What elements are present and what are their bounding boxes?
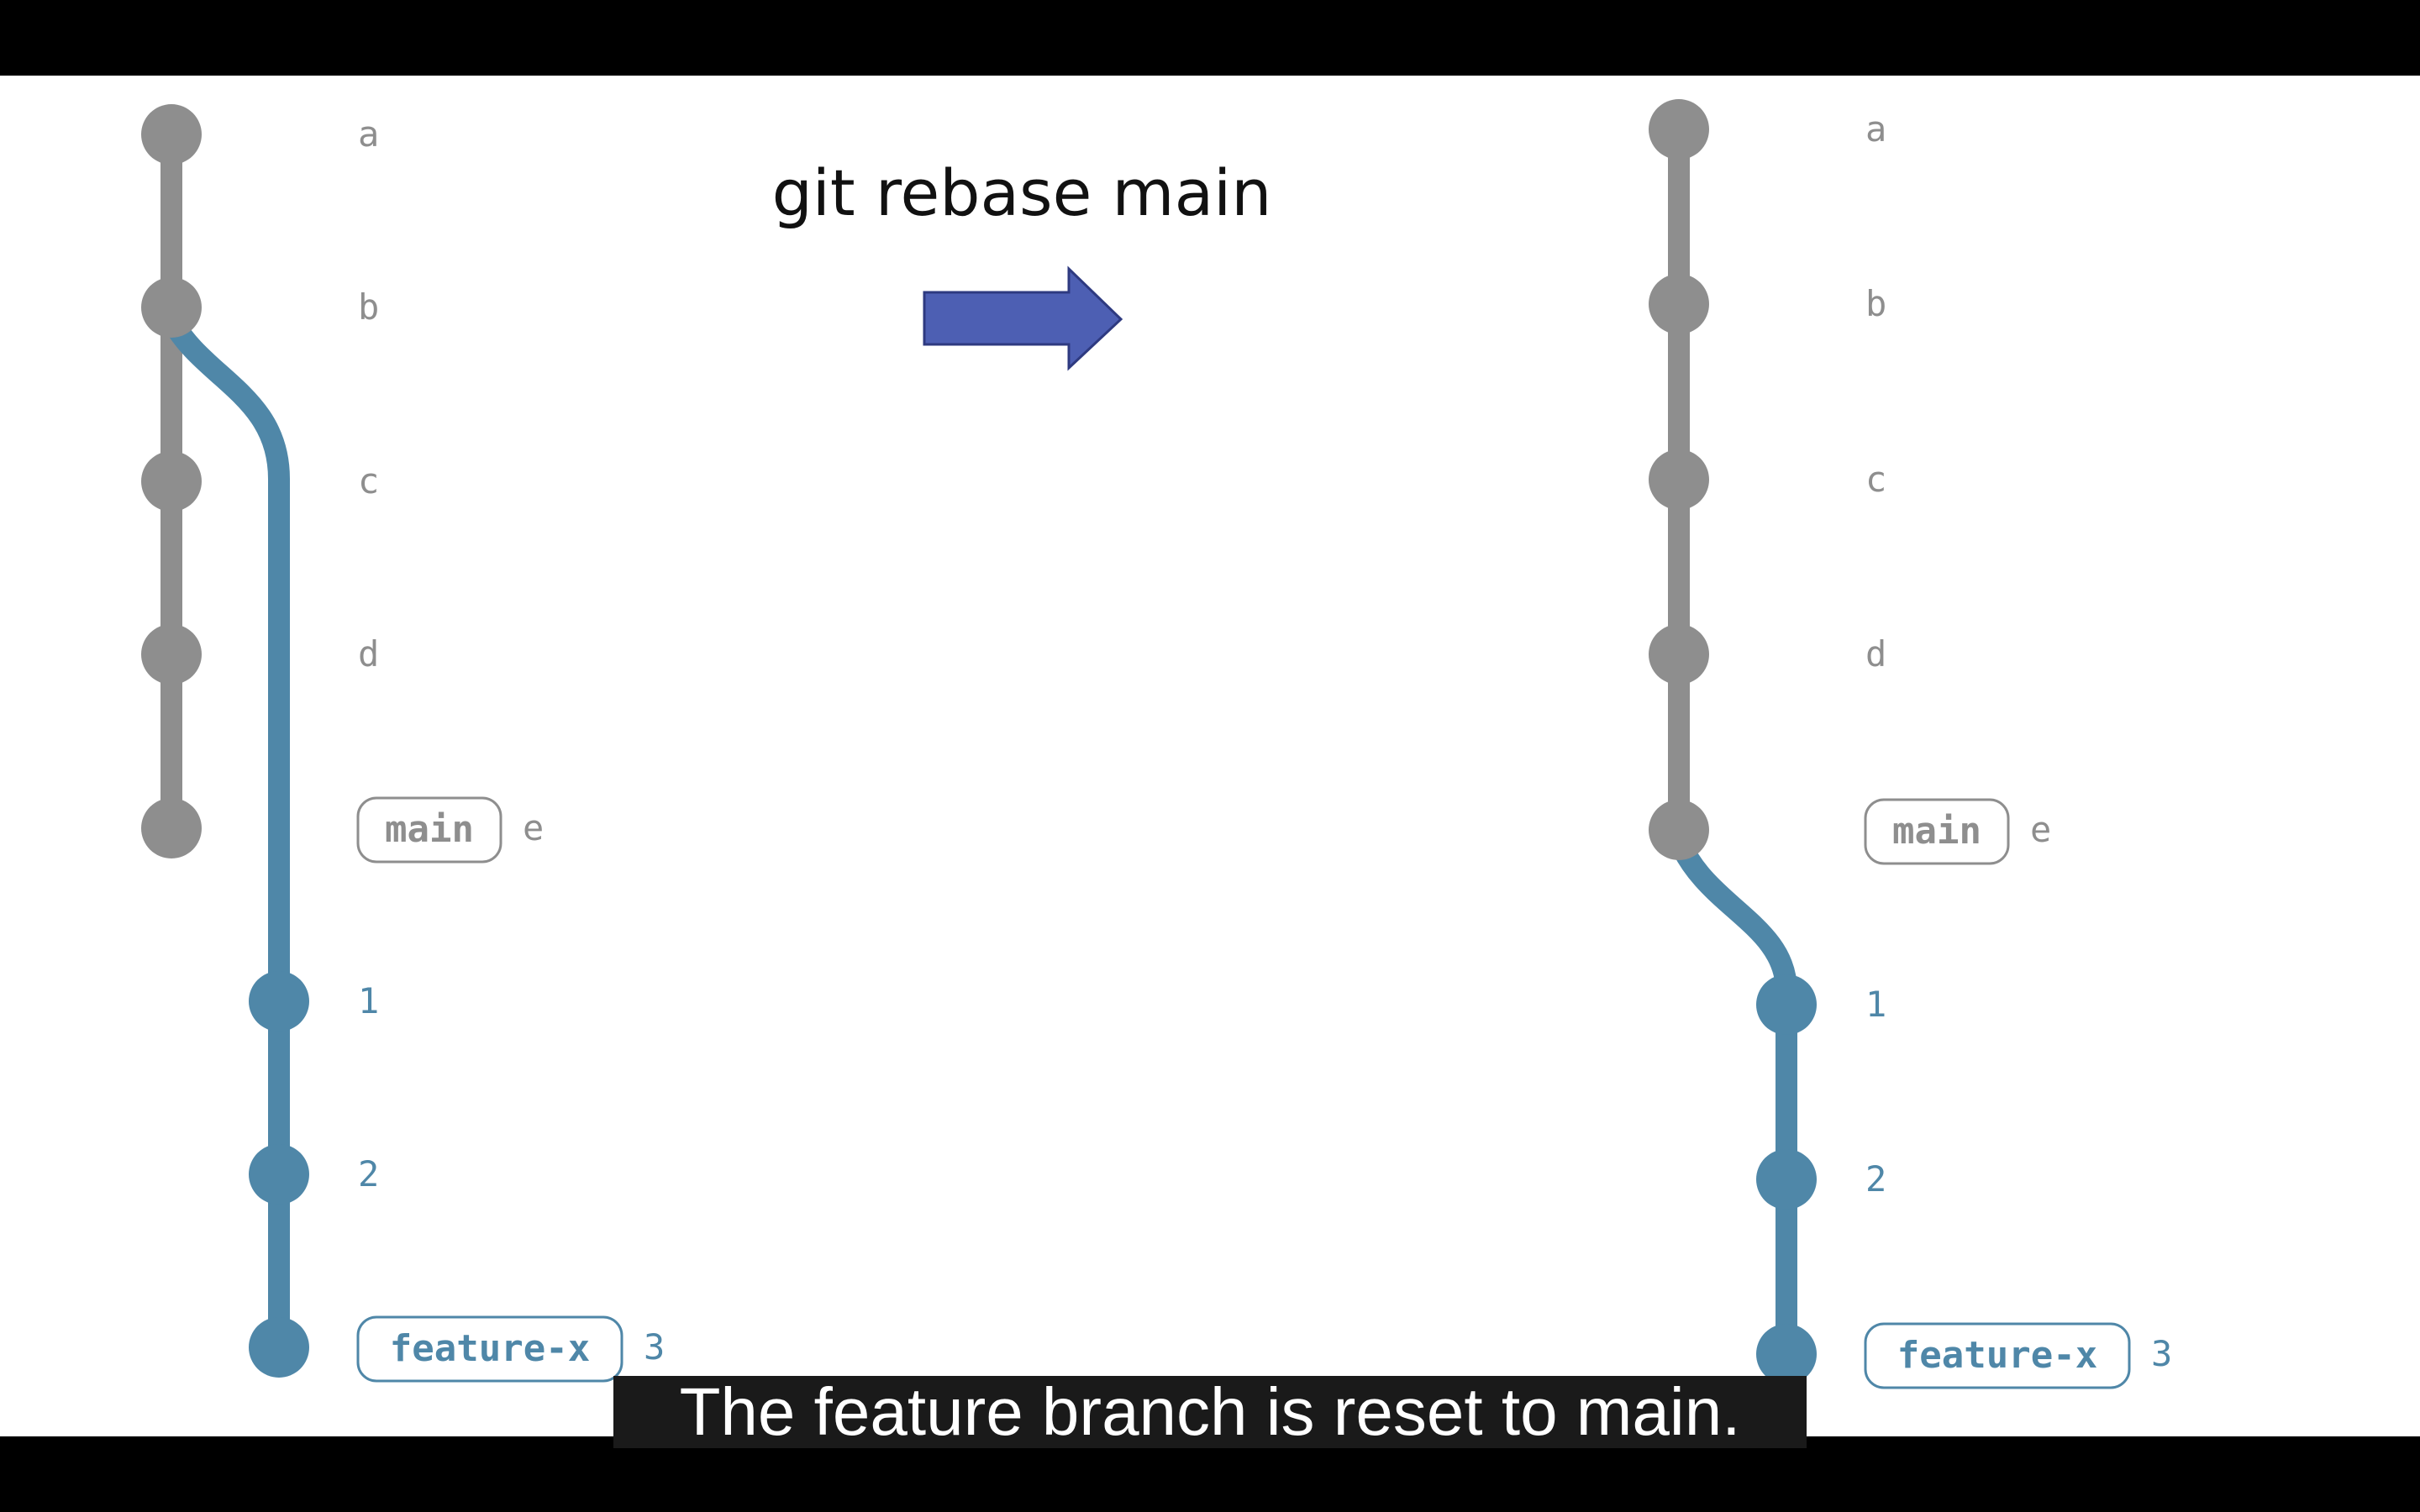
commit-label-d-before: d	[358, 633, 379, 675]
graph-after: a b c d main e 1 2 feature-x 3	[1649, 99, 2172, 1389]
commit-label-3-after: 3	[2151, 1333, 2172, 1374]
commit-label-b-after: b	[1865, 283, 1886, 324]
commit-node-d-after[interactable]	[1649, 624, 1709, 685]
commit-label-2-before: 2	[358, 1153, 379, 1194]
commit-node-d-before[interactable]	[141, 624, 202, 685]
commit-node-e-after[interactable]	[1649, 800, 1709, 860]
graph-before: a b c d main e 1 2 feature-x 3	[141, 104, 665, 1383]
commit-label-b-before: b	[358, 286, 379, 328]
commit-node-3-after[interactable]	[1756, 1324, 1817, 1384]
subtitle-caption: The feature branch is reset to main.	[613, 1376, 1807, 1448]
commit-label-c-after: c	[1865, 459, 1886, 500]
feature-branch-line-after	[1668, 829, 1797, 1365]
commit-node-2-after[interactable]	[1756, 1149, 1817, 1210]
commit-node-3-before[interactable]	[249, 1317, 309, 1378]
command-text: git rebase main	[772, 155, 1272, 230]
commit-node-2-before[interactable]	[249, 1144, 309, 1205]
commit-node-c-after[interactable]	[1649, 449, 1709, 510]
commit-label-e-after: e	[2030, 809, 2051, 850]
commit-label-c-before: c	[358, 460, 379, 501]
commit-node-1-after[interactable]	[1756, 974, 1817, 1035]
slide	[0, 76, 2420, 1436]
commit-label-a-before: a	[358, 113, 379, 155]
feature-branch-line-before	[160, 308, 290, 1358]
feature-branch-tag-label-before: feature-x	[390, 1327, 590, 1370]
main-branch-tag-after[interactable]	[1864, 798, 2010, 865]
main-branch-tag-label-before: main	[385, 808, 474, 851]
commit-node-a-after[interactable]	[1649, 99, 1709, 160]
feature-branch-tag-before[interactable]	[356, 1315, 623, 1383]
main-branch-tag-label-after: main	[1892, 810, 1981, 853]
commit-label-3-before: 3	[644, 1326, 665, 1368]
feature-branch-tag-after[interactable]	[1864, 1322, 2131, 1389]
transition-arrow-icon	[923, 265, 1123, 371]
commit-node-c-before[interactable]	[141, 451, 202, 512]
commit-node-b-before[interactable]	[141, 277, 202, 338]
commit-label-1-before: 1	[358, 980, 379, 1021]
feature-branch-tag-label-after: feature-x	[1897, 1334, 2097, 1377]
commit-label-d-after: d	[1865, 633, 1886, 675]
commit-node-b-after[interactable]	[1649, 274, 1709, 334]
main-branch-tag-before[interactable]	[356, 796, 502, 864]
commit-node-e-before[interactable]	[141, 798, 202, 858]
commit-node-a-before[interactable]	[141, 104, 202, 165]
commit-label-e-before: e	[523, 807, 544, 848]
commit-node-1-before[interactable]	[249, 971, 309, 1032]
commit-label-1-after: 1	[1865, 984, 1886, 1025]
commit-label-a-after: a	[1865, 108, 1886, 150]
commit-label-2-after: 2	[1865, 1158, 1886, 1200]
